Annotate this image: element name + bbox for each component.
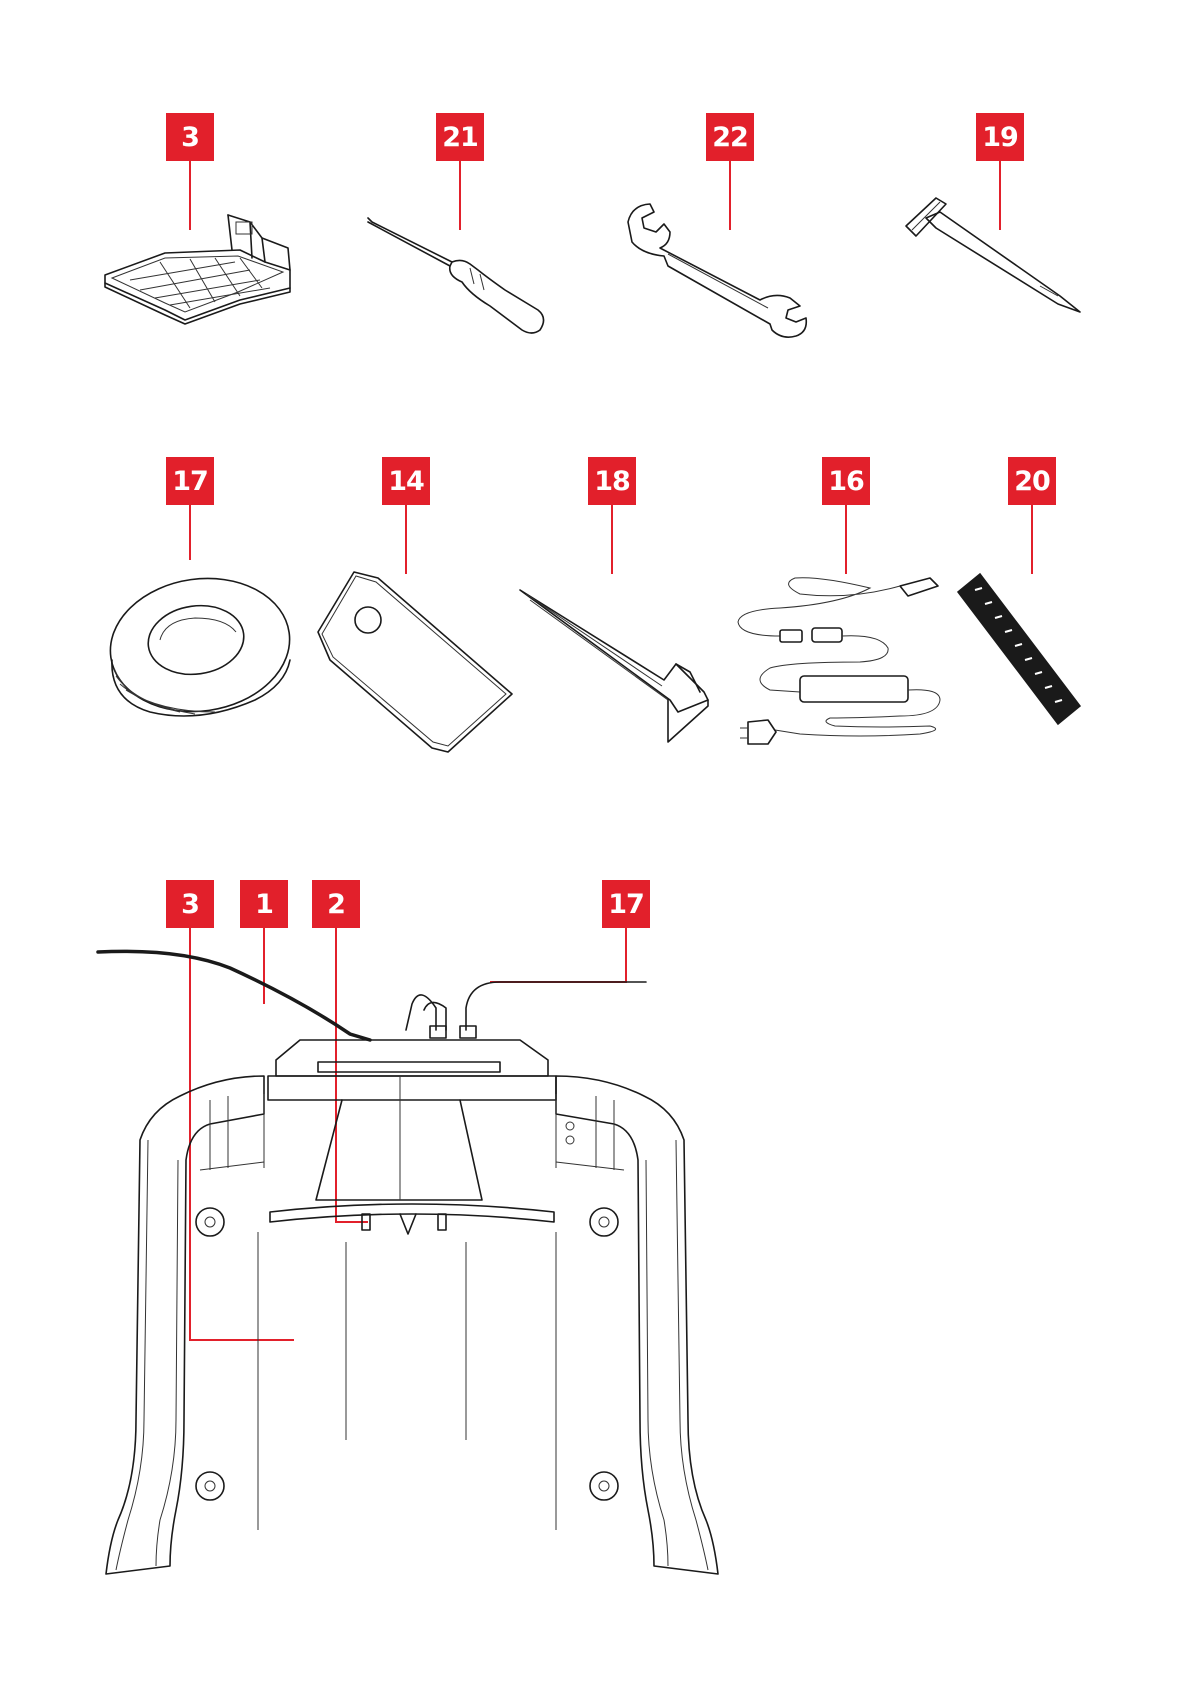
diagram-leader-lines bbox=[190, 928, 626, 1340]
wire-spool-icon bbox=[102, 567, 299, 723]
row1-leader-lines bbox=[190, 161, 1000, 230]
hammer-icon bbox=[906, 198, 1080, 312]
screwdriver-icon bbox=[368, 218, 544, 333]
row2-leader-lines bbox=[190, 505, 1032, 574]
charging-station-icon bbox=[105, 215, 290, 324]
wrench-icon bbox=[628, 204, 806, 337]
power-supply-icon bbox=[738, 578, 940, 744]
blade-icon bbox=[318, 572, 512, 752]
peg-icon bbox=[520, 590, 708, 742]
ruler-icon bbox=[958, 574, 1080, 724]
